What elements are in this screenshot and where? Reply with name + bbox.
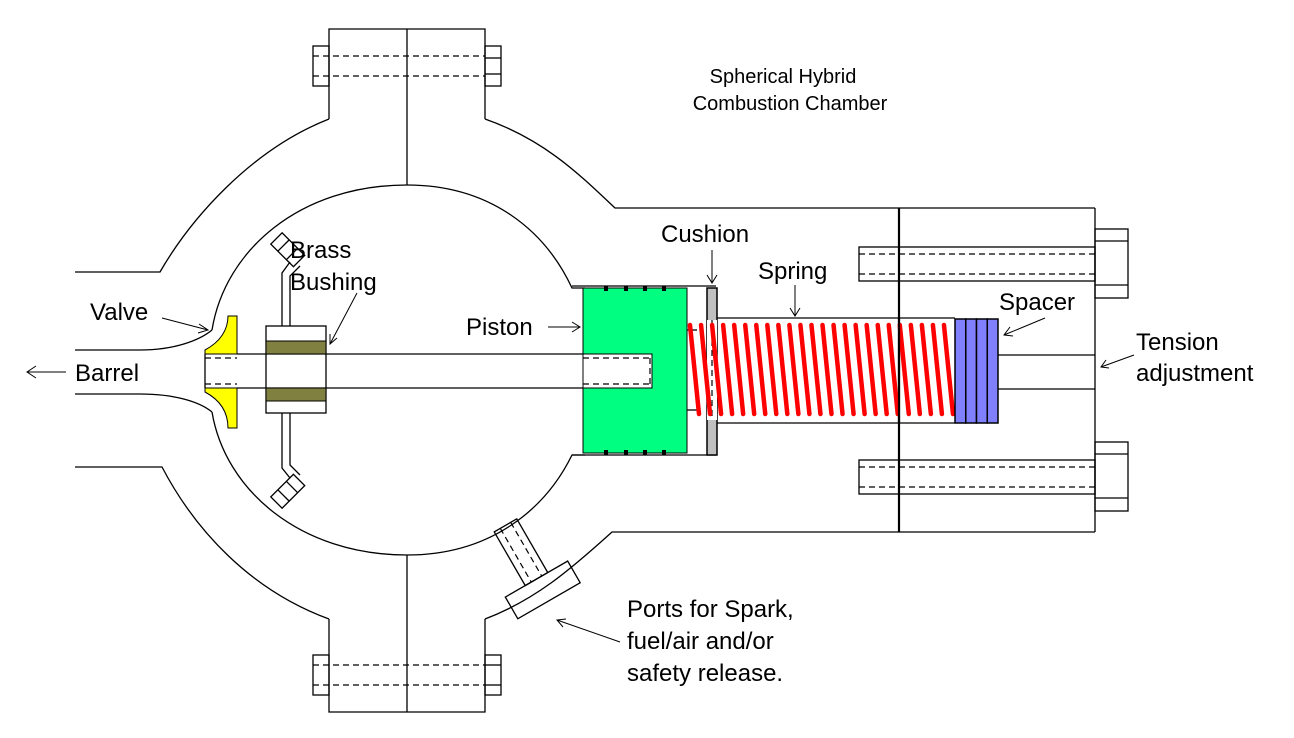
spring-coil (698, 322, 713, 417)
label-cushion: Cushion (661, 221, 749, 248)
label-ports-line2: fuel/air and/or (627, 628, 774, 655)
spring-coil (720, 322, 735, 417)
bushing-support-struts (269, 231, 306, 510)
cushion-arrow (706, 250, 718, 284)
label-brass-bushing-line2: Bushing (290, 269, 377, 296)
upper-tension-bolt (858, 228, 1129, 299)
spring-housing (717, 317, 955, 424)
spring-coil (908, 322, 923, 417)
spring-coil (687, 322, 702, 417)
spring-coil (798, 322, 812, 417)
spring-coil (853, 322, 867, 417)
brass-bushing (265, 325, 327, 414)
lower-tension-bolt (858, 441, 1129, 512)
spring-coil (941, 322, 956, 417)
bushing-arrow (329, 292, 358, 346)
spacer-plate (965, 318, 978, 424)
spacer-plate (954, 318, 967, 424)
spacer-plate (975, 318, 988, 424)
spring-coil (886, 322, 900, 417)
spring-coil (709, 322, 724, 417)
spring-coil (930, 322, 945, 417)
ports-arrow (556, 618, 621, 643)
spring-coil (875, 322, 889, 417)
label-spacer: Spacer (999, 289, 1075, 316)
label-tension-line2: adjustment (1136, 360, 1254, 387)
ignition-port (493, 517, 582, 620)
spring-coil (742, 322, 757, 417)
label-ports-line3: safety release. (627, 660, 783, 687)
spring-coil (842, 322, 856, 417)
tension-arrow (1100, 354, 1135, 369)
spring-coil (919, 322, 934, 417)
spring-coil (864, 322, 878, 417)
barrel-arrow (26, 365, 66, 379)
spring-coil (897, 322, 912, 417)
spring-coil (809, 322, 823, 417)
spring-coil (776, 322, 790, 417)
leader-arrows (26, 250, 1135, 643)
spring-coil (754, 322, 768, 417)
spring-coil (765, 322, 779, 417)
spring-coil (820, 322, 834, 417)
spring-coil (787, 322, 801, 417)
label-tension-line1: Tension (1136, 329, 1219, 356)
top-flange-bolt (312, 45, 502, 87)
diagram-title-line2: Combustion Chamber (693, 93, 888, 115)
tension-adjustment-rod (998, 354, 1095, 390)
label-barrel: Barrel (75, 360, 139, 387)
label-ports-line1: Ports for Spark, (627, 596, 794, 623)
piston-arrow (548, 321, 581, 333)
label-brass-bushing-line1: Brass (290, 237, 351, 264)
valve (204, 315, 238, 429)
bottom-flange-bolt (312, 654, 502, 696)
spring (687, 322, 956, 417)
diagram-title-line1: Spherical Hybrid (710, 66, 857, 88)
piston (572, 285, 716, 456)
spacer-arrow (1003, 317, 1046, 337)
label-valve: Valve (90, 299, 148, 326)
spring-coil (731, 322, 746, 417)
valve-arrow (161, 317, 210, 334)
label-piston: Piston (466, 314, 533, 341)
spring-arrow (789, 285, 801, 317)
inner-sphere (211, 184, 585, 556)
spacer (954, 318, 999, 424)
spacer-plate (986, 318, 999, 424)
label-spring: Spring (758, 258, 827, 285)
spring-coil (831, 322, 845, 417)
